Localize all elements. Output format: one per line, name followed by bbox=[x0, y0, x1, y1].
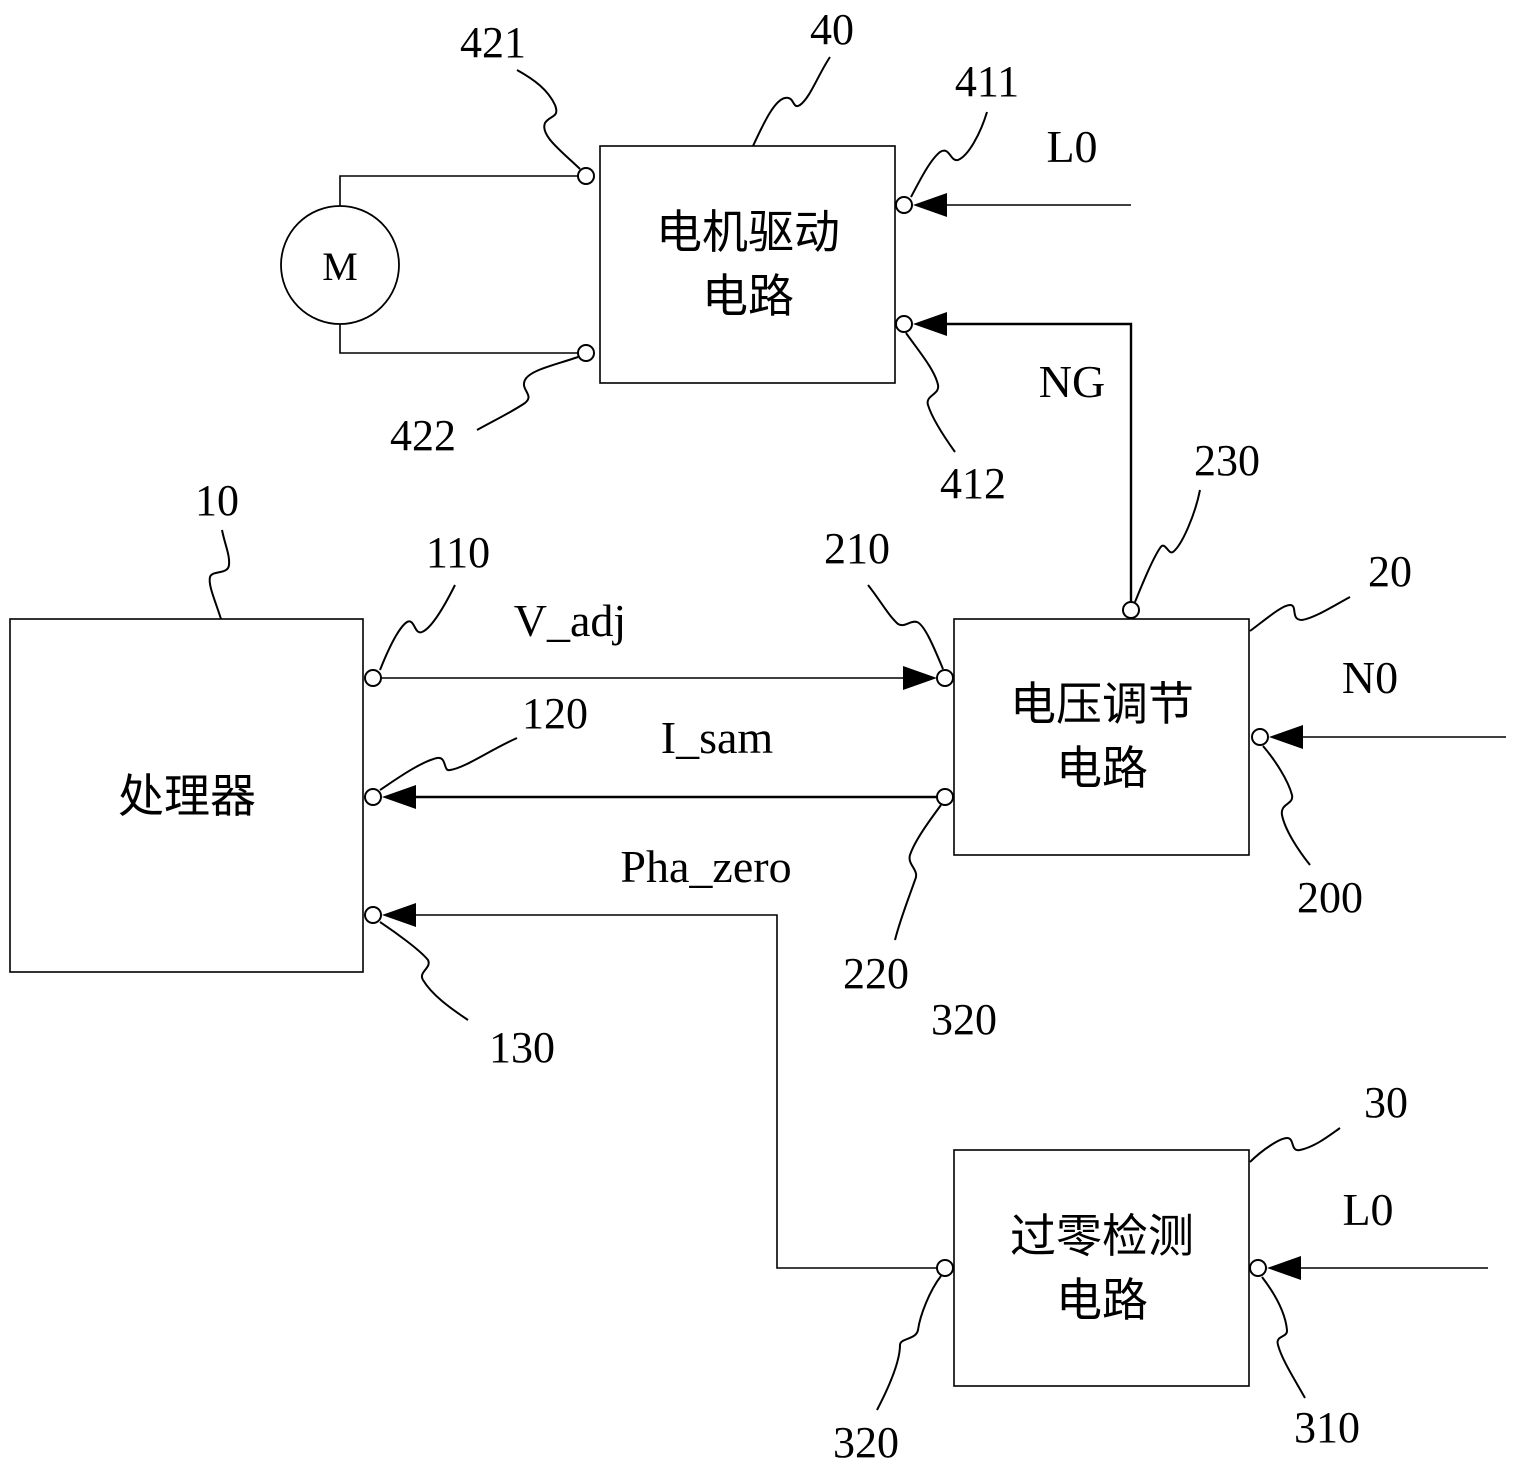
port-130 bbox=[364, 906, 382, 924]
motor-letter: M bbox=[322, 244, 358, 289]
wire-ng bbox=[947, 322, 1133, 605]
leader-30 bbox=[1249, 1127, 1341, 1163]
signal-label-ng: NG bbox=[1039, 356, 1105, 407]
leader-411 bbox=[910, 111, 988, 198]
leader-220 bbox=[894, 804, 942, 941]
arrow-ng bbox=[913, 312, 947, 336]
signal-label-l0-top: L0 bbox=[1046, 121, 1097, 172]
wire-pha-zero bbox=[416, 914, 937, 1269]
signal-label-l0-bottom: L0 bbox=[1342, 1184, 1393, 1235]
port-label-230: 230 bbox=[1194, 436, 1260, 485]
port-label-421: 421 bbox=[460, 18, 526, 67]
arrow-v-adj bbox=[903, 666, 937, 690]
zero-cross-detector-box bbox=[953, 1149, 1250, 1387]
port-220 bbox=[936, 788, 954, 806]
port-label-120: 120 bbox=[522, 689, 588, 738]
leader-10 bbox=[208, 529, 231, 620]
port-320 bbox=[936, 1259, 954, 1277]
arrow-l0-bottom bbox=[1267, 1256, 1301, 1280]
port-label-130: 130 bbox=[489, 1023, 555, 1072]
port-label-200: 200 bbox=[1297, 873, 1363, 922]
port-210 bbox=[936, 669, 954, 687]
leader-230 bbox=[1134, 489, 1201, 603]
port-200 bbox=[1251, 728, 1269, 746]
port-411 bbox=[895, 196, 913, 214]
port-label-310: 310 bbox=[1294, 1403, 1360, 1452]
signal-label-pha-zero: Pha_zero bbox=[620, 841, 791, 892]
motor-wire-top bbox=[339, 175, 578, 206]
port-120 bbox=[364, 788, 382, 806]
processor-box bbox=[9, 618, 364, 973]
voltage-regulator-box bbox=[953, 618, 1250, 856]
leader-40 bbox=[752, 56, 831, 147]
port-label-220: 220 bbox=[843, 949, 909, 998]
port-label-110: 110 bbox=[426, 528, 490, 577]
motor-driver-label-line2: 电路 bbox=[702, 269, 794, 323]
port-label-320-extra: 320 bbox=[931, 995, 997, 1044]
leader-110 bbox=[379, 584, 456, 671]
port-110 bbox=[364, 669, 382, 687]
signal-label-n0: N0 bbox=[1342, 652, 1398, 703]
leader-120 bbox=[379, 737, 518, 791]
port-label-210: 210 bbox=[824, 524, 890, 573]
leader-421 bbox=[516, 69, 581, 170]
port-label-422: 422 bbox=[390, 411, 456, 460]
leader-210 bbox=[867, 584, 944, 670]
port-310 bbox=[1249, 1259, 1267, 1277]
motor: M bbox=[280, 205, 400, 325]
motor-driver-block: 电机驱动 电路 bbox=[599, 145, 896, 384]
ref-label-40: 40 bbox=[810, 5, 854, 54]
arrow-n0 bbox=[1269, 725, 1303, 749]
leader-412 bbox=[905, 332, 956, 453]
arrow-l0-top bbox=[913, 193, 947, 217]
arrow-i-sam bbox=[382, 785, 416, 809]
zero-cross-detector-block: 过零检测 电路 bbox=[953, 1149, 1250, 1387]
ref-label-10: 10 bbox=[195, 476, 239, 525]
motor-wire-bottom bbox=[339, 324, 578, 354]
leader-20 bbox=[1249, 596, 1351, 632]
port-label-412: 412 bbox=[940, 459, 1006, 508]
port-422 bbox=[577, 344, 595, 362]
port-421 bbox=[577, 167, 595, 185]
voltage-regulator-label-line2: 电路 bbox=[1056, 741, 1148, 795]
leader-310 bbox=[1261, 1276, 1306, 1399]
arrow-pha-zero bbox=[382, 903, 416, 927]
port-label-411: 411 bbox=[955, 57, 1019, 106]
processor-block: 处理器 bbox=[9, 618, 364, 973]
voltage-regulator-label-line1: 电压调节 bbox=[1010, 677, 1194, 731]
zero-cross-detector-label-line1: 过零检测 bbox=[1010, 1209, 1194, 1263]
voltage-regulator-block: 电压调节 电路 bbox=[953, 618, 1250, 856]
signal-label-v-adj: V_adj bbox=[514, 595, 626, 646]
leader-320 bbox=[876, 1275, 942, 1411]
motor-driver-label-line1: 电机驱动 bbox=[656, 205, 840, 259]
leader-422 bbox=[476, 356, 579, 431]
port-230 bbox=[1122, 601, 1140, 619]
ref-label-30: 30 bbox=[1364, 1078, 1408, 1127]
leader-130 bbox=[379, 921, 469, 1021]
leader-200 bbox=[1262, 745, 1311, 866]
zero-cross-detector-label-line2: 电路 bbox=[1056, 1273, 1148, 1327]
motor-driver-box bbox=[599, 145, 896, 384]
ref-label-20: 20 bbox=[1368, 547, 1412, 596]
port-412 bbox=[895, 315, 913, 333]
processor-label: 处理器 bbox=[118, 769, 256, 823]
signal-label-i-sam: I_sam bbox=[661, 712, 774, 763]
port-label-320: 320 bbox=[833, 1418, 899, 1467]
